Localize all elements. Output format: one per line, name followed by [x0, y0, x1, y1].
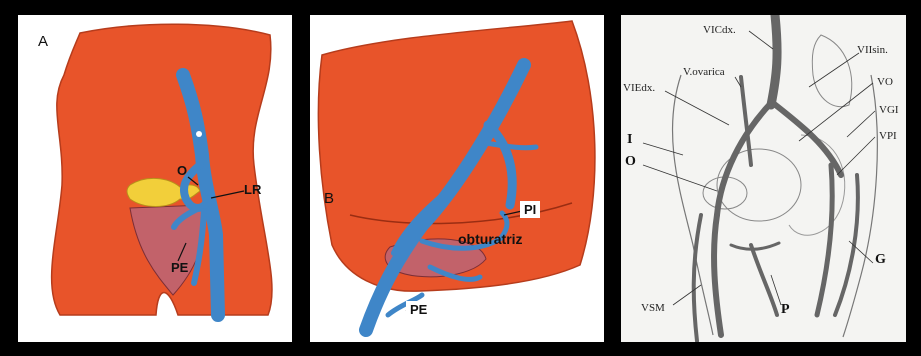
panel-a-label-pe: PE: [171, 261, 188, 274]
panel-a-label-o: O: [177, 164, 187, 177]
vein-marker: [196, 131, 202, 137]
panel-c-label-p: P: [781, 303, 790, 317]
gluteal-vein: [835, 175, 858, 315]
vpi-leader: [837, 137, 875, 175]
obturator-vein-sketch: [731, 243, 779, 249]
viedx-leader: [665, 91, 729, 125]
vsm-leader: [673, 285, 701, 305]
panel-c-illustration: [621, 15, 906, 342]
panel-c: VICdx. VIIsin. V.ovarica VIEdx. VO VGI V…: [621, 15, 906, 342]
external-iliac-vein: [714, 215, 721, 335]
panel-c-label-viisin: VIIsin.: [857, 45, 888, 56]
panel-c-label-vo: VO: [877, 77, 893, 88]
vicdx-leader: [749, 31, 773, 49]
pelvis-outline-right: [843, 75, 877, 337]
bowel-sketch: [789, 135, 845, 235]
pudendal-vein-sketch: [751, 245, 777, 315]
panel-b-label-pi: PI: [520, 201, 540, 218]
panel-c-label-vsm: VSM: [641, 303, 665, 314]
panel-c-label-vpi: VPI: [879, 131, 897, 142]
panel-a-label-lr: LR: [244, 183, 261, 196]
panel-c-label-o: O: [625, 155, 636, 169]
panel-c-label-g: G: [875, 253, 886, 267]
vo-leader: [799, 83, 873, 141]
sacrum-sketch: [812, 35, 851, 107]
vena-cava: [771, 15, 777, 105]
panel-b-illustration: [310, 15, 604, 342]
panel-a: A O LR PE: [18, 15, 292, 342]
panel-c-label-vovarica: V.ovarica: [683, 67, 725, 78]
panel-c-label-vgi: VGI: [879, 105, 899, 116]
panel-a-illustration: [18, 15, 292, 342]
internal-iliac-vein: [817, 165, 832, 315]
vgi-leader: [847, 111, 875, 137]
panel-b-label-pe: PE: [406, 301, 431, 318]
panel-b: B PI obturatriz PE: [310, 15, 604, 342]
panel-c-label-vicdx: VICdx.: [703, 25, 736, 36]
panel-b-label-obturatriz: obturatriz: [458, 232, 523, 246]
i-leader: [643, 143, 683, 155]
panel-a-letter: A: [38, 34, 48, 49]
panel-b-letter: B: [324, 191, 334, 206]
o-leader: [643, 165, 717, 191]
panel-c-label-viedx: VIEdx.: [623, 83, 655, 94]
panel-c-label-i: I: [627, 133, 632, 147]
